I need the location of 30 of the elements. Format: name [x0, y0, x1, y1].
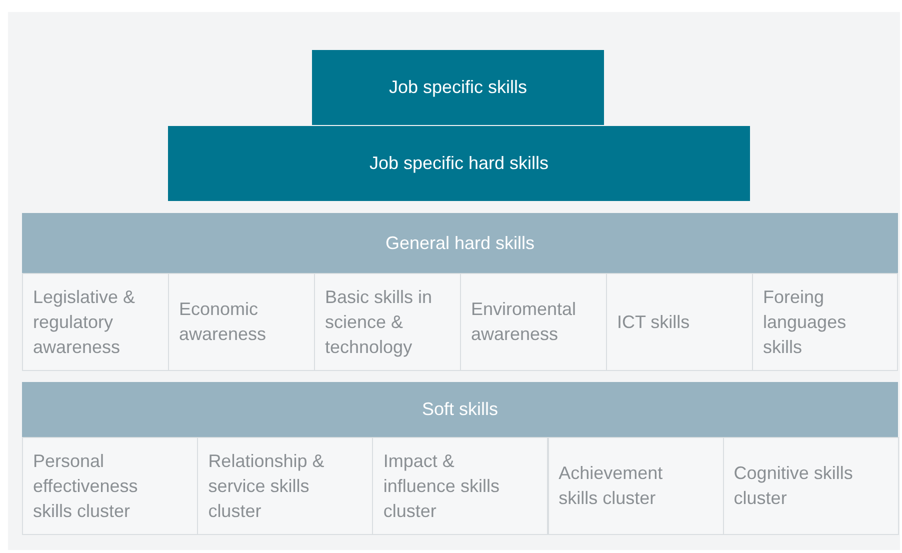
- skill-cell: [197, 437, 374, 535]
- skill-cell: [548, 437, 724, 535]
- category-header-band: [22, 213, 898, 273]
- skill-label: ICT skills: [617, 310, 690, 334]
- skill-label: Economic awareness: [179, 298, 268, 346]
- skill-label: Foreing languages skills: [763, 286, 848, 358]
- skill-cell: [168, 273, 315, 371]
- skill-tier-box: [168, 126, 750, 201]
- skill-tier-box: [312, 50, 604, 125]
- category-header-band: [22, 382, 898, 437]
- skill-cell: [722, 437, 899, 535]
- skill-label: General hard skills: [385, 232, 535, 254]
- skill-label: Job specific skills: [388, 76, 528, 99]
- skill-label: Achievement skills cluster: [558, 462, 664, 510]
- skill-cell: [372, 437, 548, 535]
- skill-cell: [460, 273, 607, 371]
- skill-label: Enviromental awareness: [471, 298, 578, 346]
- skill-cell: [606, 273, 753, 371]
- skill-label: Cognitive skills cluster: [734, 462, 854, 510]
- skill-label: Soft skills: [422, 398, 498, 421]
- skill-label: Basic skills in science & technology: [325, 286, 434, 359]
- skill-label: Job specific hard skills: [369, 152, 549, 175]
- skill-cell: [752, 273, 898, 371]
- skill-label: Personal effectiveness skills cluster: [33, 450, 139, 522]
- skill-label: Legislative & regulatory awareness: [33, 286, 136, 358]
- skill-cell: [314, 273, 461, 371]
- skill-label: Impact & influence skills cluster: [383, 450, 500, 522]
- skill-cell: [22, 273, 169, 371]
- skill-label: Relationship & service skills cluster: [208, 450, 326, 522]
- skill-cell: [22, 437, 198, 535]
